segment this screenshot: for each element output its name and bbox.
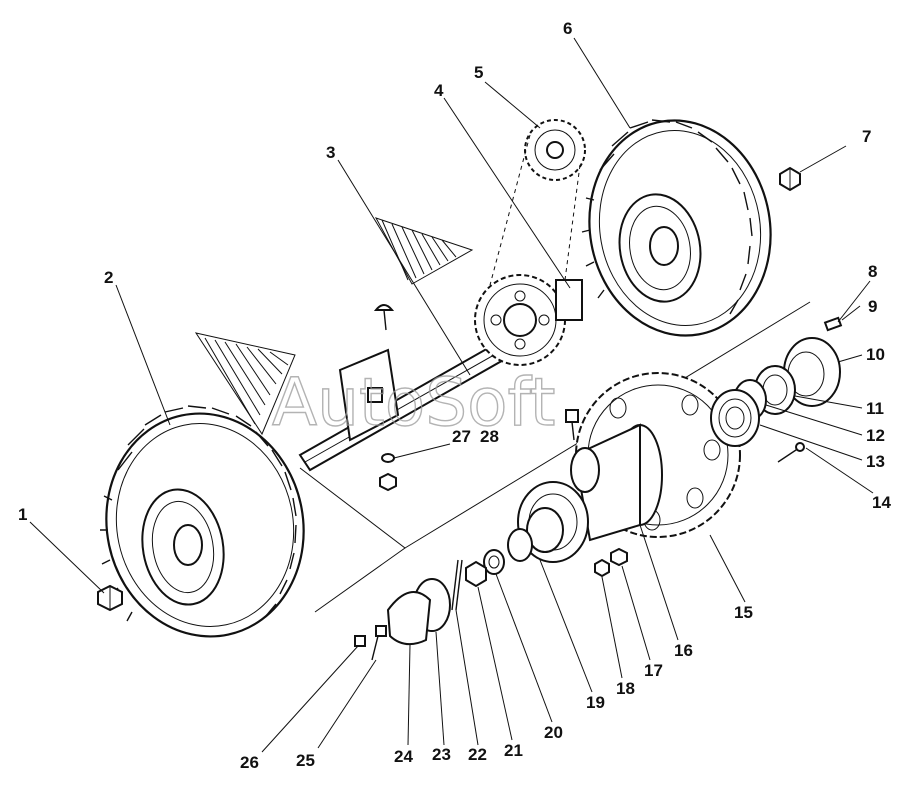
bolt-26	[354, 635, 366, 647]
callout-14: 14	[872, 493, 891, 512]
callout-2: 2	[104, 268, 113, 287]
hub-flange	[507, 481, 589, 563]
callout-13: 13	[866, 452, 885, 471]
flange-nut-18	[594, 558, 610, 578]
callout-labels: 1 2 3 4 5 6 7 8 9 10 11 12 13 14 15 16 1…	[18, 19, 891, 772]
callout-8: 8	[868, 262, 877, 281]
left-wheel-rim	[141, 488, 225, 606]
callout-3: 3	[326, 143, 335, 162]
bolt-on-axle	[373, 304, 395, 331]
fastener-28	[379, 472, 397, 492]
screw-8	[823, 316, 843, 332]
callout-11: 11	[866, 399, 884, 418]
callout-25: 25	[296, 751, 315, 770]
callout-26: 26	[240, 753, 259, 772]
hub-cap-24	[386, 591, 432, 646]
leader-lines	[29, 37, 874, 753]
flange-nut-17	[610, 547, 628, 567]
callout-9: 9	[868, 297, 877, 316]
direction-arrow-lower	[194, 332, 296, 436]
callout-28: 28	[480, 427, 499, 446]
castle-nut-21	[465, 560, 487, 588]
callout-23: 23	[432, 745, 451, 764]
wheel-nut-right	[779, 166, 801, 192]
callout-22: 22	[468, 745, 487, 764]
callout-12: 12	[866, 426, 885, 445]
bearing-13	[710, 389, 760, 447]
callout-17: 17	[644, 661, 663, 680]
callout-10: 10	[866, 345, 885, 364]
wheel-hub	[570, 423, 663, 542]
callout-16: 16	[674, 641, 693, 660]
direction-arrow-upper	[374, 217, 474, 285]
callout-21: 21	[504, 741, 523, 760]
callout-24: 24	[394, 747, 413, 766]
cotter-pin-22	[451, 559, 463, 611]
autosoft-watermark: AutoSoft	[272, 364, 555, 441]
callout-4: 4	[434, 81, 444, 100]
fastener-27	[381, 453, 395, 463]
bolt-25	[371, 625, 387, 661]
callout-19: 19	[586, 693, 605, 712]
axle-sprocket	[474, 274, 583, 366]
washer-20	[483, 549, 505, 575]
callout-18: 18	[616, 679, 635, 698]
callout-5: 5	[474, 63, 483, 82]
callout-1: 1	[18, 505, 27, 524]
callout-7: 7	[862, 127, 871, 146]
callout-20: 20	[544, 723, 563, 742]
callout-6: 6	[563, 19, 572, 38]
pin-14	[777, 442, 805, 463]
wheel-nut-left	[97, 584, 123, 612]
small-sprocket	[524, 119, 586, 181]
drive-chain	[489, 134, 581, 286]
bolt-on-sprocket	[565, 409, 579, 441]
right-wheel-rim	[618, 193, 702, 303]
callout-15: 15	[734, 603, 753, 622]
callout-27: 27	[452, 427, 471, 446]
